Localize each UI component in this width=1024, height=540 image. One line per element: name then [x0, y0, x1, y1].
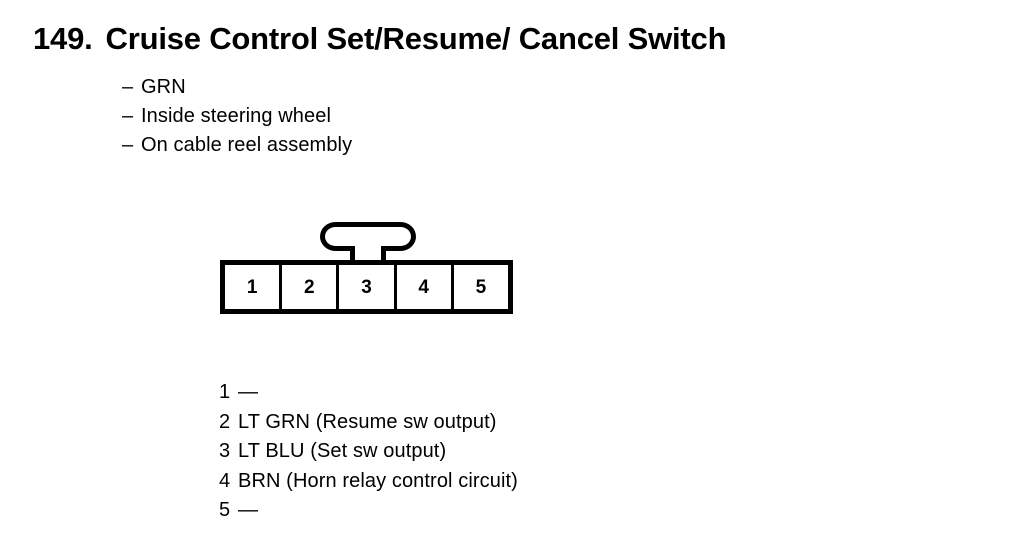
connector-body: 1 2 3 4 5 [220, 260, 513, 314]
pin-assignment-list: 1 — 2 LT GRN (Resume sw output) 3 LT BLU… [219, 378, 518, 526]
pin-description: — [238, 499, 259, 521]
pin-number: 4 [219, 469, 231, 492]
note-item: –On cable reel assembly [122, 131, 352, 160]
pin-row: 1 — [219, 378, 518, 408]
notes-list: –GRN –Inside steering wheel –On cable re… [122, 73, 352, 160]
pin-description: LT GRN (Resume sw output) [238, 410, 497, 433]
note-item-label: Inside steering wheel [141, 105, 331, 127]
note-dash-icon: – [122, 105, 134, 127]
connector-cavity: 4 [396, 265, 451, 309]
pin-number: 2 [219, 410, 231, 433]
pin-row: 5 — [219, 496, 518, 526]
pin-number: 3 [219, 440, 231, 462]
note-item-label: GRN [141, 76, 186, 98]
connector-cavity: 3 [339, 265, 394, 309]
pin-number: 5 [219, 499, 231, 521]
note-dash-icon: – [122, 134, 134, 156]
connector-latch-icon [320, 222, 416, 266]
page-title: 149. Cruise Control Set/Resume/ Cancel S… [33, 21, 727, 57]
item-number: 149. [33, 21, 93, 56]
pin-description: BRN (Horn relay control circuit) [238, 469, 518, 492]
pin-row: 3 LT BLU (Set sw output) [219, 437, 518, 467]
note-item: –Inside steering wheel [122, 102, 352, 131]
note-item: –GRN [122, 73, 352, 102]
connector-diagram: 1 2 3 4 5 [220, 222, 513, 314]
pin-description: — [238, 381, 259, 403]
connector-cavity: 2 [282, 265, 337, 309]
pin-description: LT BLU (Set sw output) [238, 440, 447, 462]
pin-number: 1 [219, 381, 231, 403]
connector-cavity: 5 [453, 265, 509, 309]
title-text: Cruise Control Set/Resume/ Cancel Switch [105, 21, 727, 56]
pin-row: 2 LT GRN (Resume sw output) [219, 408, 518, 438]
connector-cavity: 1 [225, 265, 280, 309]
note-dash-icon: – [122, 76, 134, 98]
note-item-label: On cable reel assembly [141, 134, 353, 156]
pin-row: 4 BRN (Horn relay control circuit) [219, 467, 518, 497]
